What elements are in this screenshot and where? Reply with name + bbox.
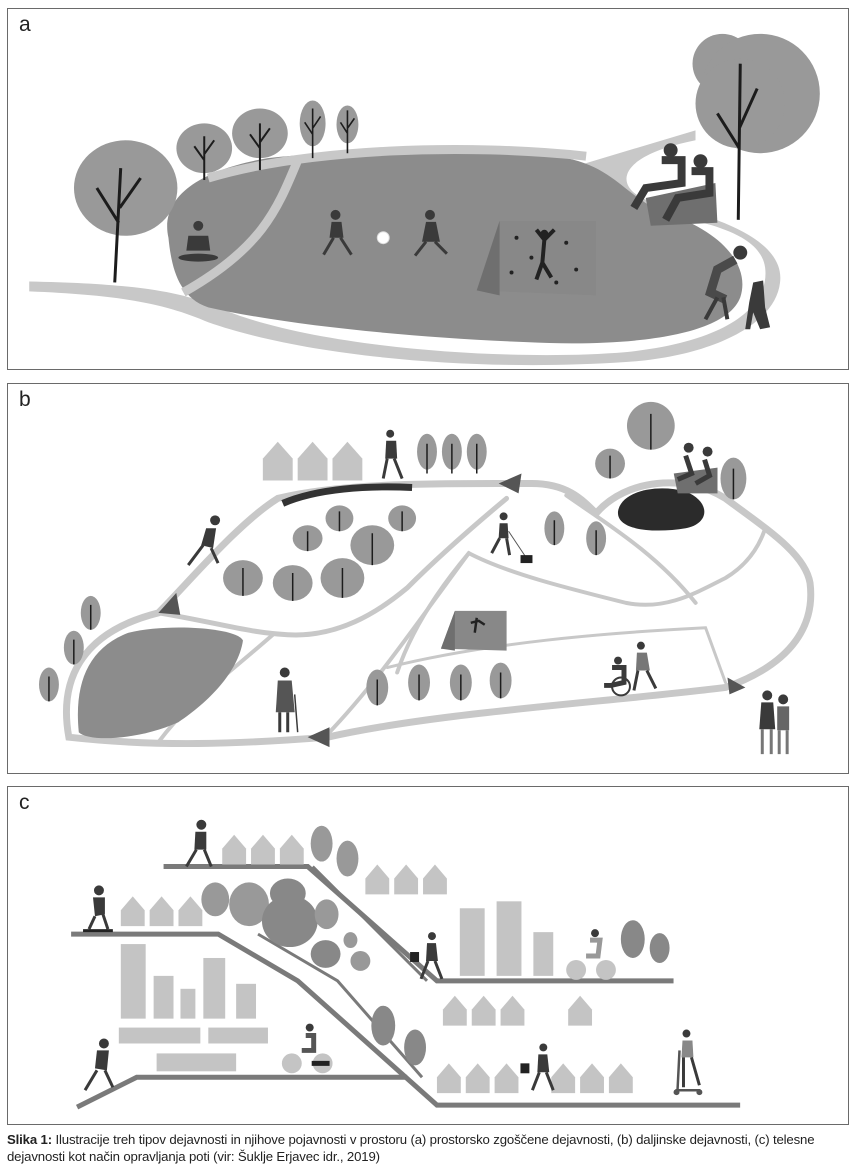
person-icon [185,819,213,868]
panel-a-illustration [29,33,820,366]
tree-icon [73,140,178,283]
person-icon [83,1038,115,1091]
tree-icon [232,108,288,171]
climbing-wall-icon [476,220,597,296]
park-path [29,130,781,366]
bicycle-icon [566,929,616,980]
wheelchair-icon [604,656,631,697]
pond-icon [617,488,705,531]
tree-icon [201,825,670,1066]
house-icon [262,441,363,481]
person-icon [630,143,686,210]
panel-b: b [7,383,849,774]
roads [71,864,741,1110]
caption-label: Slika 1: [7,1132,52,1147]
person-icon [83,885,113,933]
tree-icon [176,123,233,181]
person-icon [520,1043,555,1091]
person-icon [777,694,790,755]
panel-b-illustration [39,401,815,755]
panel-a: a [7,8,849,370]
path-divider [181,158,302,297]
route-path [325,526,768,737]
panel-c-illustration [71,819,741,1110]
house-icon [120,834,633,1094]
route-path [155,495,510,638]
person-icon [490,512,527,559]
pond-icon [77,627,243,739]
route-path [564,493,698,605]
tree-icon [336,105,359,154]
person-icon [187,515,221,566]
bench-icon [673,442,718,494]
tree-icon [299,100,326,159]
dark-path-segment [281,483,413,507]
person-icon [322,209,353,256]
tree-icon [692,33,820,220]
tree-icon [39,401,747,706]
lawn [167,150,743,344]
panel-letter-a: a [19,13,31,36]
person-icon [759,690,776,755]
figure-caption: Slika 1: Ilustracije treh tipov dejavnos… [7,1131,849,1165]
climbing-wall-icon [440,610,507,651]
person-icon [703,245,748,321]
dog-icon [520,555,533,564]
bicycle-icon [281,1023,333,1074]
road [71,931,741,1108]
person-icon [275,667,299,733]
panel-letter-b: b [19,388,31,411]
path-top [206,145,587,183]
panel-letter-c: c [19,791,30,814]
road [257,932,424,1079]
arrow-head-icon [307,727,330,748]
arrow-head-icon [498,473,522,494]
person-icon [178,220,219,262]
person-icon [410,932,444,980]
person-icon [413,209,448,257]
road [311,865,429,982]
person-icon [381,429,404,480]
arrow-head-icon [158,592,181,615]
person-icon [632,641,658,691]
arrow-head-icon [727,677,746,695]
road [75,1074,408,1110]
ball-icon [376,231,390,245]
route-path [395,551,471,675]
caption-text: Ilustracije treh tipov dejavnosti in nji… [7,1132,815,1164]
panel-c: c [7,786,849,1125]
tree-trunks [48,413,735,706]
route-path [385,626,727,684]
dog-icon [745,280,771,330]
road [163,864,674,984]
building-icon [118,901,554,1072]
scooter-icon [673,1029,703,1096]
person-icon [662,154,714,222]
